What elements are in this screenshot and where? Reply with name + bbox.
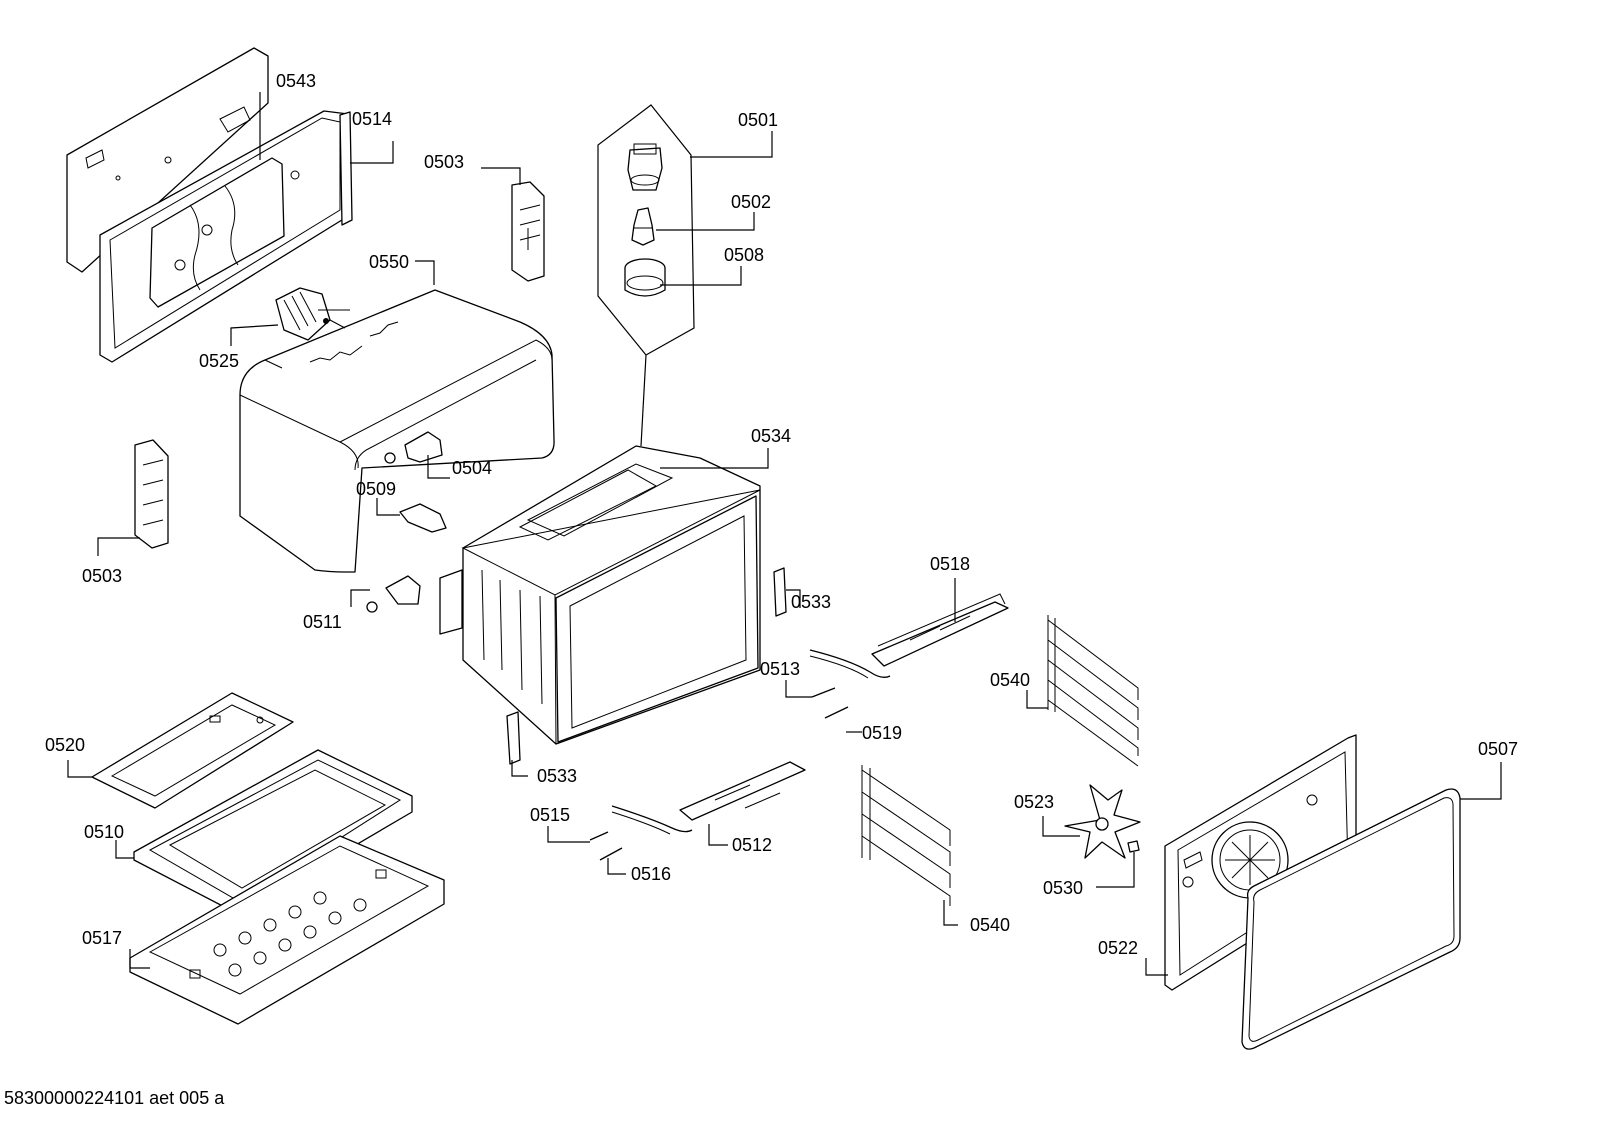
fan-blade-0523 <box>1064 784 1141 859</box>
door-seal-0507 <box>1241 788 1461 1050</box>
label-0543: 0543 <box>276 71 316 91</box>
label-0513: 0513 <box>760 659 800 679</box>
label-0516: 0516 <box>631 864 671 884</box>
frame-0510 <box>133 749 413 915</box>
label-0509: 0509 <box>356 479 396 499</box>
label-0540-top: 0540 <box>990 670 1030 690</box>
label-0503-left: 0503 <box>82 566 122 586</box>
sensor-0519 <box>824 706 849 719</box>
label-0523: 0523 <box>1014 792 1054 812</box>
sensor-0516 <box>599 847 623 861</box>
label-0512: 0512 <box>732 835 772 855</box>
label-0503-top: 0503 <box>424 152 464 172</box>
label-0534: 0534 <box>751 426 791 446</box>
bracket-0533-right <box>773 567 787 617</box>
part-labels: 0543 0514 0503 0501 0502 0508 0550 0525 … <box>45 71 1518 958</box>
oven-cavity-0534 <box>439 445 761 745</box>
label-0517: 0517 <box>82 928 122 948</box>
label-0504: 0504 <box>452 458 492 478</box>
rear-frame-0514 <box>99 110 353 363</box>
clip-0504 <box>384 431 443 464</box>
document-id: 58300000224101 aet 005 a <box>4 1088 225 1108</box>
bottom-tray-0517 <box>129 835 445 1025</box>
nut-0530 <box>1127 840 1140 853</box>
hinge-0511 <box>366 575 421 613</box>
lamp-assembly <box>597 104 695 447</box>
label-0533-right: 0533 <box>791 592 831 612</box>
leader-lines <box>67 92 1502 976</box>
bracket-0503-top <box>511 181 545 282</box>
label-0518: 0518 <box>930 554 970 574</box>
label-0522: 0522 <box>1098 938 1138 958</box>
bracket-0503-left <box>134 439 169 549</box>
label-0510: 0510 <box>84 822 124 842</box>
label-0501: 0501 <box>738 110 778 130</box>
label-0520: 0520 <box>45 735 85 755</box>
label-0533-left: 0533 <box>537 766 577 786</box>
hinge-0509 <box>399 503 447 533</box>
sensor-0515 <box>589 831 609 841</box>
label-0511: 0511 <box>303 612 342 632</box>
shelf-guide-0540-top <box>1047 615 1139 767</box>
shelf-guide-0540-bottom <box>861 765 951 906</box>
label-0550: 0550 <box>369 252 409 272</box>
label-0525: 0525 <box>199 351 239 371</box>
plate-0520 <box>91 692 294 809</box>
bracket-0533-left <box>506 711 521 765</box>
label-0540-bottom: 0540 <box>970 915 1010 935</box>
sensor-0513 <box>811 687 836 698</box>
rear-panel-0543 <box>66 47 269 273</box>
label-0507: 0507 <box>1478 739 1518 759</box>
fan-motor-0525 <box>275 287 350 341</box>
label-0508: 0508 <box>724 245 764 265</box>
heater-0518 <box>809 593 1009 679</box>
label-0514: 0514 <box>352 109 392 129</box>
label-0519: 0519 <box>862 723 902 743</box>
label-0530: 0530 <box>1043 878 1083 898</box>
label-0502: 0502 <box>731 192 771 212</box>
label-0515: 0515 <box>530 805 570 825</box>
heater-0512 <box>611 761 806 835</box>
outer-wrap-0550 <box>239 289 555 573</box>
